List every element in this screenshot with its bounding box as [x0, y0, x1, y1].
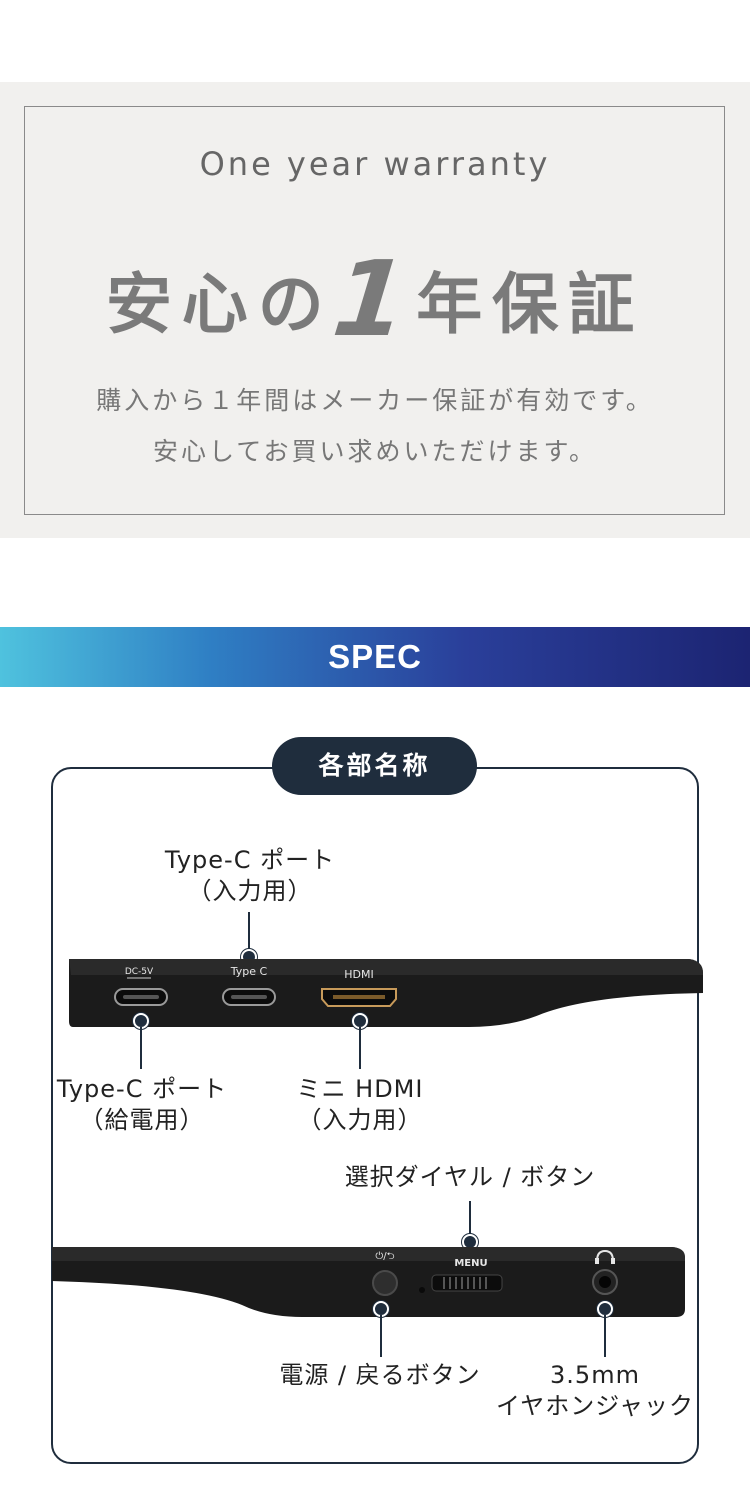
warranty-title-part2: 年保証	[416, 266, 645, 343]
warranty-body-line1: 購入から１年間はメーカー保証が有効です。	[96, 386, 654, 415]
callout-typec-power-line2: （給電用）	[79, 1106, 205, 1134]
callout-line	[248, 912, 250, 956]
callout-line	[140, 1027, 142, 1069]
callout-mini-hdmi-line2: （入力用）	[297, 1106, 423, 1134]
power-back-button	[372, 1270, 398, 1296]
headphone-icon	[595, 1249, 615, 1264]
port-label-typec: Type C	[230, 965, 268, 978]
callout-mini-hdmi-line1: ミニ HDMI	[296, 1075, 424, 1103]
parts-heading: 各部名称	[272, 737, 477, 795]
warranty-frame	[24, 106, 725, 515]
callout-dial-button: 選択ダイヤル / ボタン	[344, 1163, 596, 1191]
callout-typec-power-line1: Type-C ポート	[56, 1075, 228, 1103]
callout-typec-input-line1: Type-C ポート	[164, 846, 336, 874]
callout-line	[604, 1315, 606, 1357]
spec-label: SPEC	[328, 638, 422, 675]
indicator-led	[419, 1287, 425, 1293]
warranty-title: 安心の1年保証	[0, 238, 750, 360]
warranty-title-number: 1	[327, 238, 413, 360]
monitor-top-edge-image: DC-5V Type C HDMI	[69, 959, 703, 1027]
power-back-icon-label: ⏻/⮌	[375, 1251, 394, 1262]
callout-earphone-jack: 3.5mm イヤホンジャック	[490, 1360, 700, 1422]
monitor-side-edge-image: ⏻/⮌ MENU	[52, 1247, 685, 1317]
port-label-hdmi: HDMI	[344, 968, 373, 981]
warranty-title-part1: 安心の	[105, 266, 334, 343]
callout-typec-input-line2: （入力用）	[187, 877, 313, 905]
callout-jack-line1: 3.5mm	[550, 1361, 640, 1389]
callout-line	[380, 1315, 382, 1357]
warranty-subtitle: One year warranty	[199, 145, 551, 183]
callout-typec-power: Type-C ポート （給電用）	[52, 1074, 232, 1136]
callout-mini-hdmi: ミニ HDMI （入力用）	[270, 1074, 450, 1136]
warranty-body-line2: 安心してお買い求めいただけます。	[152, 437, 597, 466]
spec-banner: SPEC	[0, 627, 750, 687]
callout-line	[359, 1027, 361, 1069]
callout-typec-input: Type-C ポート （入力用）	[150, 845, 350, 907]
warranty-description: 購入から１年間はメーカー保証が有効です。 安心してお買い求めいただけます。	[0, 375, 750, 477]
warranty-section	[0, 82, 750, 538]
menu-label: MENU	[454, 1258, 487, 1269]
callout-jack-line2: イヤホンジャック	[495, 1392, 695, 1420]
callout-power-back: 電源 / 戻るボタン	[279, 1361, 481, 1389]
callout-line	[469, 1201, 471, 1241]
port-label-dc: DC-5V	[125, 967, 154, 977]
